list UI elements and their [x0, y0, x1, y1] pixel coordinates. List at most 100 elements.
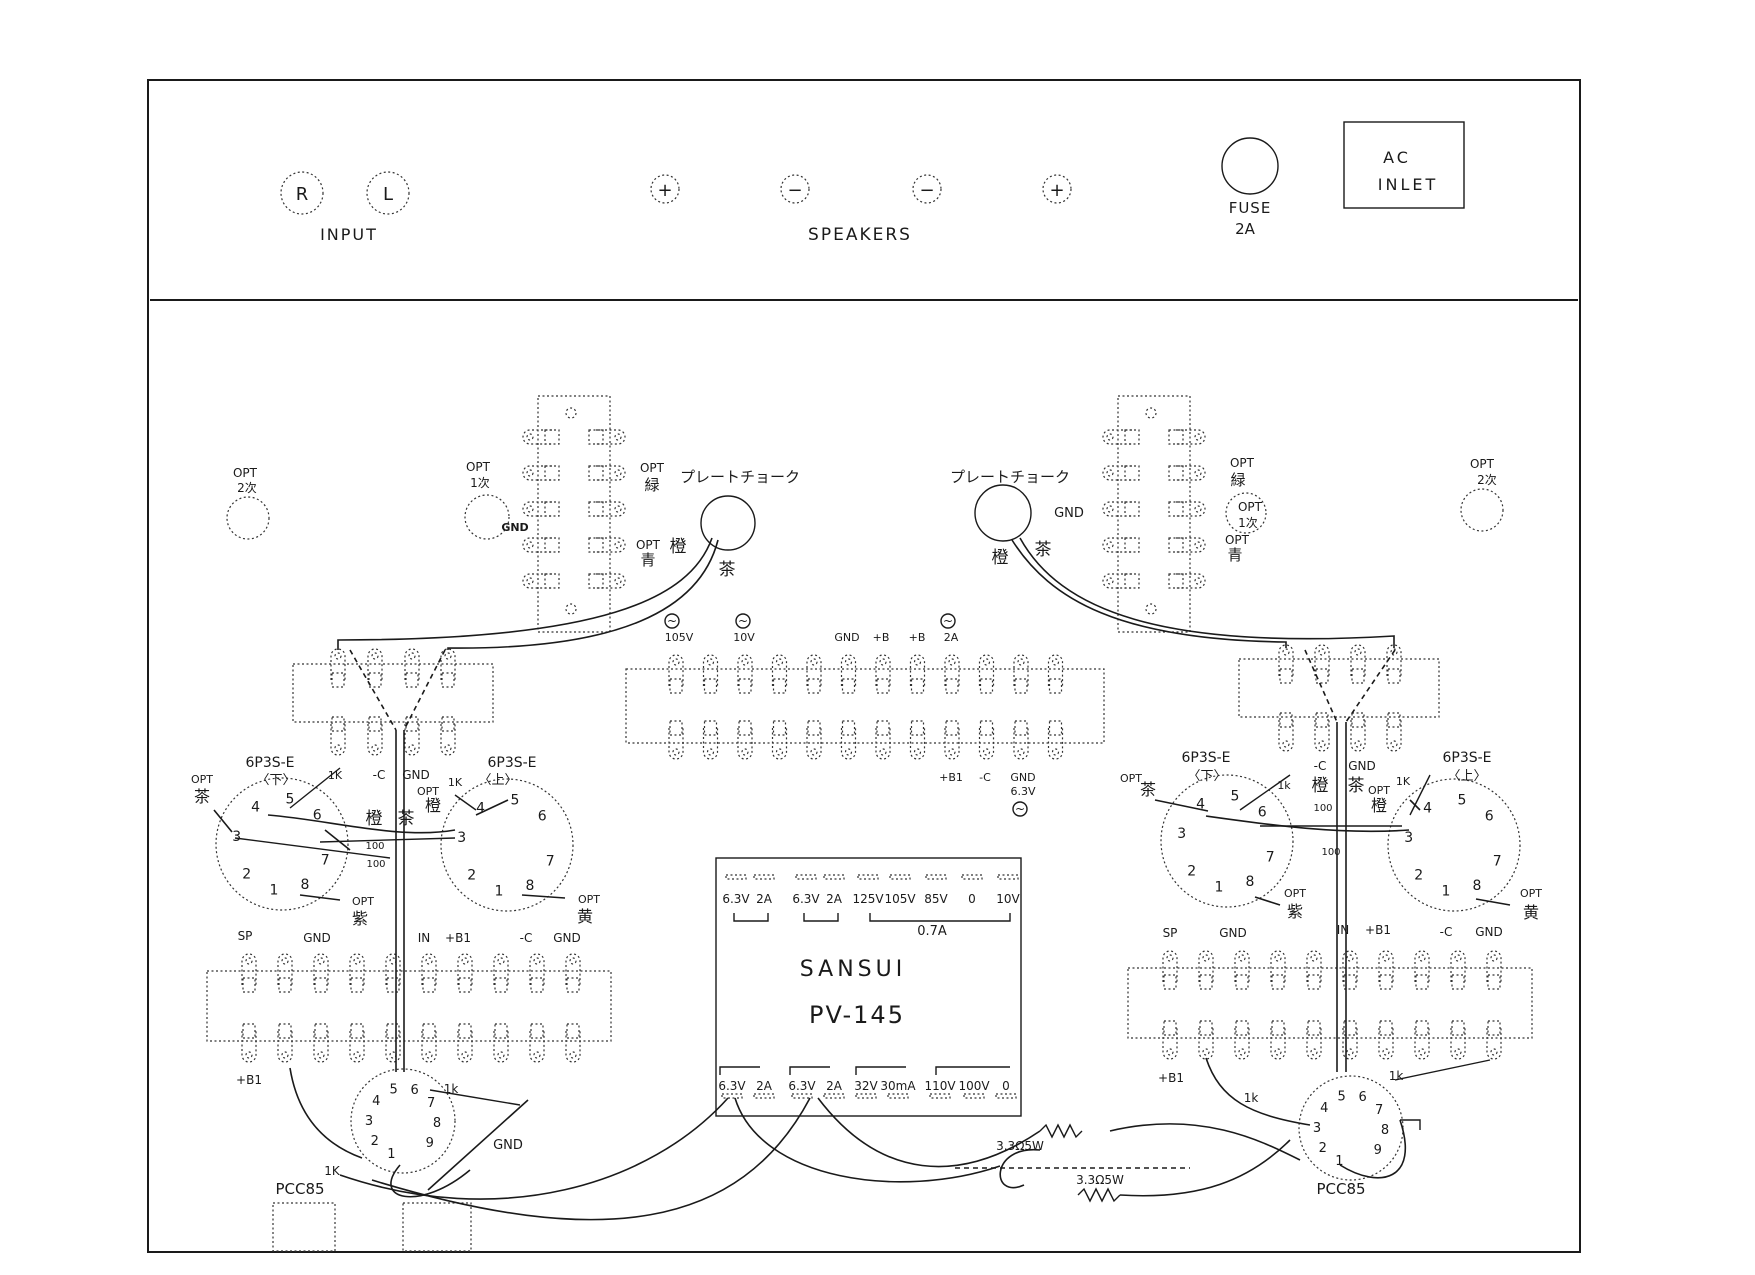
right-opt-secondary-label1: OPT — [1470, 457, 1495, 471]
wire-right-choke-2 — [1019, 537, 1395, 648]
wire-left-preamp-1k — [429, 1089, 521, 1106]
right-res-1k-b: 1K — [1396, 775, 1411, 788]
xfmr-bot-term-6 — [929, 1093, 951, 1099]
left-opt-primary-label1: OPT — [466, 460, 491, 474]
wire-left-opt-yellow — [521, 894, 566, 899]
leftNoval-pin-4: 4 — [372, 1094, 380, 1109]
leftSmallLugs-bot-1-tab — [367, 724, 383, 756]
input-label: INPUT — [320, 225, 378, 244]
leftPins-507-pin-6: 6 — [538, 808, 547, 824]
center-bot-lug-2 — [737, 720, 753, 760]
rightLongLugs-top-0 — [1162, 950, 1178, 990]
rightPins-1454-pin-4: 4 — [1423, 800, 1432, 816]
center-top-lug-0-tab — [668, 654, 684, 686]
xfmr-bot-label-2: 6.3V — [788, 1079, 816, 1093]
xfmr-bot-label-4: 32V — [854, 1079, 878, 1093]
leftLongLugs-bot-4-hole — [389, 1051, 397, 1059]
center-top-lug-8-hole — [948, 658, 956, 666]
rightLongLugs-bot-9-tab — [1486, 1028, 1502, 1060]
xfmr-top-current: 0.7A — [917, 924, 947, 939]
leftLongLugs-top-7-pad — [494, 977, 508, 993]
leftLongLugs-top-4-pad — [386, 977, 400, 993]
rightLongLugs-top-6 — [1378, 950, 1394, 990]
leftOptLugs-lug-0-0 — [522, 429, 560, 445]
leftLongLugs-bot-9 — [565, 1023, 581, 1063]
rightSmallLugs-bot-1-tab — [1314, 720, 1330, 752]
rightOptLugs-mount-bottom — [1145, 603, 1157, 615]
left-opt-block-body — [537, 395, 611, 633]
speakers-label: SPEAKERS — [808, 225, 912, 245]
rightLongLugs-bot-1-tab — [1198, 1028, 1214, 1060]
xfmr-bot-term-1 — [753, 1093, 775, 1099]
leftOptLugs-lug-1-3-pad — [588, 537, 604, 553]
center-top-lug-10 — [1013, 654, 1029, 694]
rightOptLugs-lug-1-2-hole — [1194, 505, 1202, 513]
xfmr-bottom-bracket-4 — [935, 1066, 1010, 1075]
rightLongLugs-top-7-pad — [1415, 974, 1429, 990]
center-bot-lug-6-tab — [875, 728, 891, 760]
left-opt-yellow-1: OPT — [578, 893, 600, 906]
rightOptLugs-lug-0-0-pad — [1124, 429, 1140, 445]
leftSmallLugs-bot-0-pad — [331, 716, 345, 732]
rightSmallLugs-top-2 — [1350, 644, 1366, 684]
center-top-lug-4-hole — [810, 658, 818, 666]
leftOptLugs-lug-1-4-hole — [614, 577, 622, 585]
rightSmallLugs-top-2-hole — [1354, 648, 1362, 656]
leftPins-282-pin-5: 5 — [286, 792, 295, 808]
xfmr-bracket-3 — [869, 913, 1011, 922]
speaker-terminal-1-sign: + — [657, 180, 672, 201]
rightOptLugs-mount-top — [1145, 407, 1157, 419]
rightOptLugs-lug-0-2 — [1102, 501, 1140, 517]
wire-right-dashed-2 — [1345, 649, 1396, 723]
right-opt-primary-hole — [1225, 492, 1267, 534]
center-bot-lug-11-hole — [1051, 748, 1060, 756]
wire-left-opt-orange — [475, 799, 509, 816]
rightOptLugs-lug-0-2-hole — [1106, 505, 1114, 513]
leftLongLugs-bot-8-hole — [533, 1051, 541, 1059]
rightPins-1454-pin-3: 3 — [1404, 830, 1413, 846]
leftLongLugs-top-3-hole — [353, 957, 361, 965]
leftLongLugs-bot-9-pad — [566, 1023, 580, 1039]
leftSmallLugs-top-0 — [330, 648, 346, 688]
rightSmallLugs-bot-1-pad — [1315, 712, 1329, 728]
wire-right-1k — [1394, 1059, 1491, 1081]
leftOptLugs-lug-1-2 — [588, 501, 626, 517]
rightOptLugs-lug-1-4-pad — [1168, 573, 1184, 589]
wire-right-b1-to-preamp — [1205, 1057, 1311, 1126]
leftLongLugs-top-4-hole — [389, 957, 397, 965]
xfmr-top-term-2 — [795, 874, 817, 880]
leftLongLugs-top-2-tab — [313, 953, 329, 985]
left-lower-tube-socket — [215, 777, 349, 911]
center-bot-lug-8-tab — [944, 728, 960, 760]
rightPins-1454-pin-2: 2 — [1414, 868, 1423, 884]
wire-left-opt-purple — [299, 894, 341, 901]
left-pcc85-label: PCC85 — [275, 1180, 324, 1198]
rightLongLugs-top-3-pad — [1271, 974, 1285, 990]
front-panel: R L INPUT + − − + SPEAKERS FUSE 2A AC IN… — [280, 121, 1465, 245]
rightOptLugs-lug-1-2-pad — [1168, 501, 1184, 517]
ac-symbol-4: ~ — [1015, 802, 1025, 816]
xfmr-top-term-8 — [997, 874, 1019, 880]
rightLongLugs-top-9-pad — [1487, 974, 1501, 990]
rightOptLugs-lug-0-4-hole — [1106, 577, 1114, 585]
rightNoval-pin-8: 8 — [1381, 1123, 1389, 1138]
rightPins-1454-pin-7: 7 — [1493, 854, 1502, 870]
leftOptLugs-lug-1-4-pad — [588, 573, 604, 589]
leftLongLugs-top-9 — [565, 953, 581, 993]
leftPins-507-pin-1: 1 — [495, 883, 504, 899]
rightLongLugs-top-7-tab — [1414, 950, 1430, 982]
leftOptLugs-mount-bottom — [565, 603, 577, 615]
leftLongLugs-bot-4 — [385, 1023, 401, 1063]
rightLongLugs-bot-7-hole — [1418, 1048, 1426, 1056]
right-opt-purple-2: 紫 — [1287, 902, 1303, 921]
rightLongLugs-top-4-tab — [1306, 950, 1322, 982]
right-opt-yellow-2: 黄 — [1523, 903, 1539, 922]
center-top-lug-9 — [978, 654, 995, 694]
left-mid-brown: 茶 — [398, 809, 415, 829]
xfmr-bot-term-8 — [995, 1093, 1017, 1099]
leftSmallLugs-top-2-hole — [408, 652, 416, 660]
leftOptLugs-lug-0-4-hole — [526, 577, 534, 585]
center-top-2a: 2A — [944, 631, 959, 644]
leftSmallLugs-top-2-pad — [405, 672, 419, 688]
center-bot-lug-10 — [1013, 720, 1029, 760]
